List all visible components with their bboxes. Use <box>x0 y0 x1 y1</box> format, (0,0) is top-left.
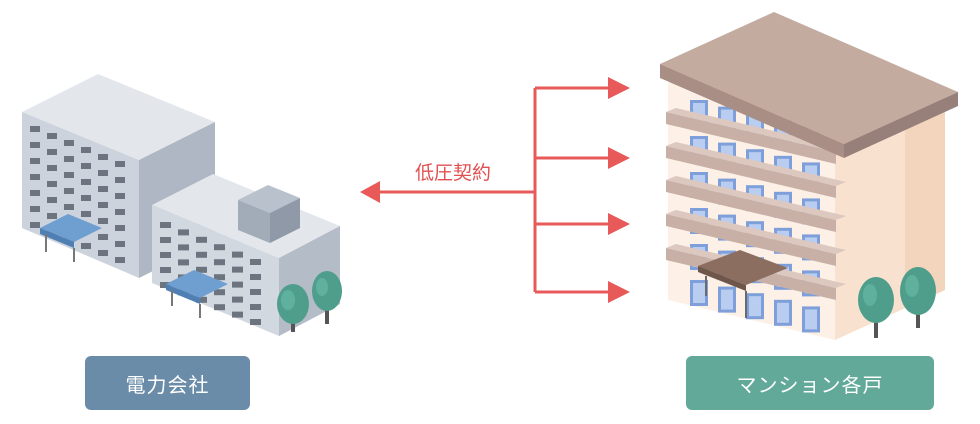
tree-icon <box>312 271 342 324</box>
arrowheads <box>360 77 630 303</box>
tree-icon <box>277 284 309 332</box>
power-company-label: 電力会社 <box>85 356 250 410</box>
contract-arrows <box>375 86 610 294</box>
tree-icon <box>900 267 936 328</box>
contract-label: 低圧契約 <box>414 162 491 184</box>
apartment-units-label: マンション各戸 <box>686 356 934 410</box>
tree-icon <box>858 277 894 338</box>
